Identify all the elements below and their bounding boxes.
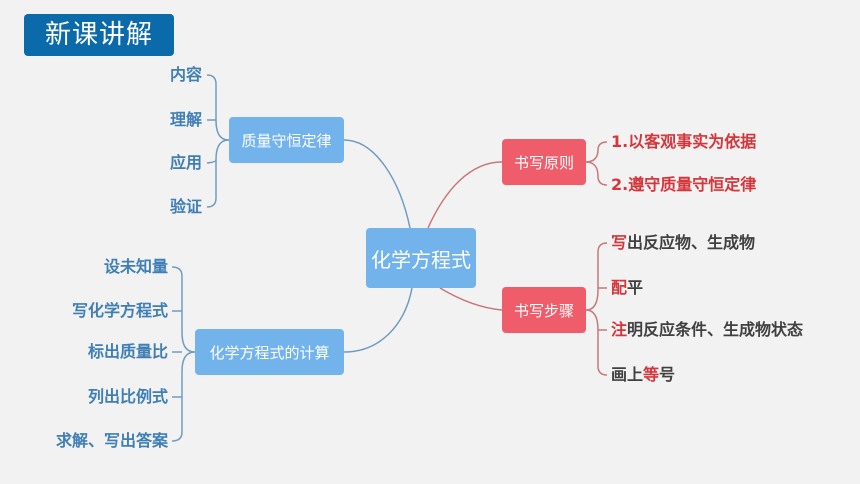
connector-center-conservation <box>343 139 411 229</box>
leaf-calc-mass-ratio: 标出质量比 <box>87 342 168 361</box>
connector-center-steps <box>439 287 503 311</box>
leaf-calc-equation: 写化学方程式 <box>71 301 168 320</box>
section-title-badge: 新课讲解 <box>24 14 174 56</box>
step-conditions-highlight: 注 <box>611 320 628 339</box>
leaf-conservation-understanding: 理解 <box>169 110 202 129</box>
step-conditions-rest: 明反应条件、生成物状态 <box>627 320 804 339</box>
step-equals-highlight: 等 <box>643 365 660 384</box>
leaf-calc-proportion: 列出比例式 <box>87 387 168 406</box>
step-write-highlight: 写 <box>611 233 628 252</box>
step-write-rest: 出反应物、生成物 <box>627 233 756 252</box>
step-equals-prefix: 画上 <box>611 365 644 384</box>
leaf-conservation-application: 应用 <box>169 153 202 172</box>
leaf-step-write: 写出反应物、生成物 <box>611 233 755 253</box>
branch-node-conservation: 质量守恒定律 <box>229 117 344 163</box>
leaf-principle-conservation: 2.遵守质量守恒定律 <box>611 175 757 194</box>
leaf-step-equals: 画上等号 <box>611 365 675 385</box>
branch-node-steps: 书写步骤 <box>502 287 586 333</box>
leaf-conservation-content: 内容 <box>169 65 202 84</box>
bracket-principles <box>585 141 608 163</box>
branch-node-calculation: 化学方程式的计算 <box>195 329 344 375</box>
connector-center-principles <box>427 161 503 229</box>
step-equals-rest: 号 <box>659 365 676 384</box>
bracket-steps <box>585 242 608 311</box>
leaf-principle-facts: 1.以客观事实为依据 <box>611 132 757 151</box>
bracket-calculation <box>171 266 196 353</box>
leaf-step-balance: 配平 <box>611 278 643 298</box>
leaf-step-conditions: 注明反应条件、生成物状态 <box>611 320 803 340</box>
step-balance-highlight: 配 <box>611 278 628 297</box>
center-node: 化学方程式 <box>366 228 476 288</box>
step-balance-rest: 平 <box>627 278 644 297</box>
leaf-conservation-verification: 验证 <box>169 197 202 216</box>
bracket-conservation <box>206 74 230 141</box>
leaf-calc-answer: 求解、写出答案 <box>55 431 168 450</box>
branch-node-principles: 书写原则 <box>502 139 586 185</box>
connector-center-calculation <box>343 287 413 353</box>
leaf-calc-unknown: 设未知量 <box>103 257 168 276</box>
